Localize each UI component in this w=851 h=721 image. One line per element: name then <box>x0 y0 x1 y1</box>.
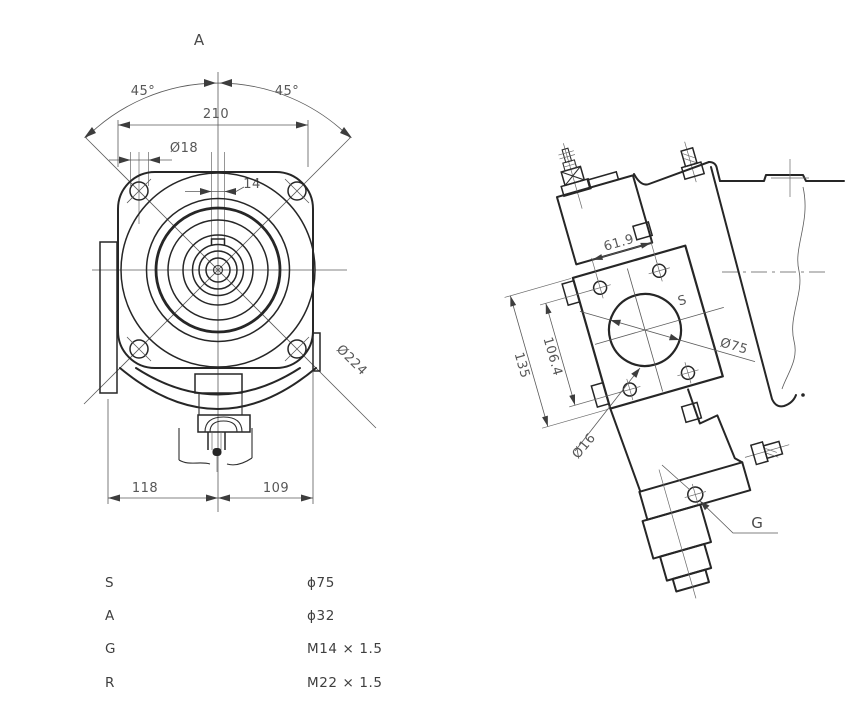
drain-stem <box>207 432 226 450</box>
table-row-code: G <box>105 641 116 657</box>
flange-tab-lower <box>590 381 610 409</box>
dim-angle-right: 45° <box>275 84 300 99</box>
side-lower-housing <box>609 388 752 599</box>
table-row-size: ϕ32 <box>307 608 335 624</box>
dim-offset-left: 118 <box>132 481 158 496</box>
ports-table: S ϕ75 A ϕ32 G M14 × 1.5 R M22 × 1.5 <box>105 575 383 691</box>
dim-210: 210 <box>117 107 309 167</box>
port-g-label: G <box>751 514 763 532</box>
step-square <box>680 401 703 424</box>
dim-106-4: 106.4 <box>540 288 625 408</box>
drain-boss <box>197 414 251 433</box>
front-view: 45° 45° A 210 Ø18 <box>83 31 377 512</box>
dim-offset-right: 109 <box>263 481 289 496</box>
front-lower-housing <box>119 367 317 472</box>
dim-14: 14 <box>185 152 260 239</box>
g-port-leader: G <box>661 464 778 534</box>
dim-angle-left: 45° <box>131 84 156 99</box>
table-row-size: ϕ75 <box>307 575 335 591</box>
dim-135: 135 <box>504 278 609 429</box>
dim-flange-length: 135 <box>511 351 533 380</box>
dim-o18: Ø18 <box>109 141 198 224</box>
port-s-label: S <box>676 293 689 310</box>
side-pad <box>99 241 118 394</box>
front-view-centerlines <box>83 72 377 512</box>
dim-bolt-circle-dia: Ø224 <box>333 342 370 379</box>
front-flange <box>99 171 321 394</box>
side-view: 61.9 106.4 135 S <box>504 141 845 599</box>
table-row-code: R <box>105 675 115 691</box>
port-flange-plate <box>571 244 724 410</box>
dim-118-109: 118 109 <box>107 371 314 504</box>
g-port-block <box>638 461 752 521</box>
flange-tab-upper <box>561 279 581 307</box>
dim-o16: Ø16 <box>570 367 641 462</box>
valve-port-square <box>632 220 654 241</box>
dim-61-9: 61.9 <box>591 232 658 283</box>
drain-tip <box>212 448 222 456</box>
right-tab <box>312 332 321 372</box>
dim-o75: Ø75 <box>579 311 756 362</box>
table-row-size: M22 × 1.5 <box>307 675 383 691</box>
dim-locating-hole-dia: Ø16 <box>570 431 600 462</box>
dim-bolt-hole-dia: Ø18 <box>170 141 198 156</box>
side-view-rotated-body: 61.9 106.4 135 S <box>504 141 790 599</box>
plug-fitting <box>680 141 706 183</box>
valve-fitting <box>558 143 592 209</box>
keyway <box>210 238 226 246</box>
table-row-code: A <box>105 608 115 624</box>
dim-overall-width: 210 <box>203 107 229 122</box>
angle-dimension: 45° 45° <box>84 79 352 139</box>
section-label: A <box>194 31 205 49</box>
front-bolt-holes <box>126 178 310 362</box>
r-fitting <box>744 440 790 466</box>
break-line <box>781 186 806 390</box>
table-row-code: S <box>105 575 114 591</box>
table-row-size: M14 × 1.5 <box>307 641 383 657</box>
side-view-rear-body <box>633 159 845 408</box>
dim-port-dia: Ø75 <box>718 336 749 358</box>
